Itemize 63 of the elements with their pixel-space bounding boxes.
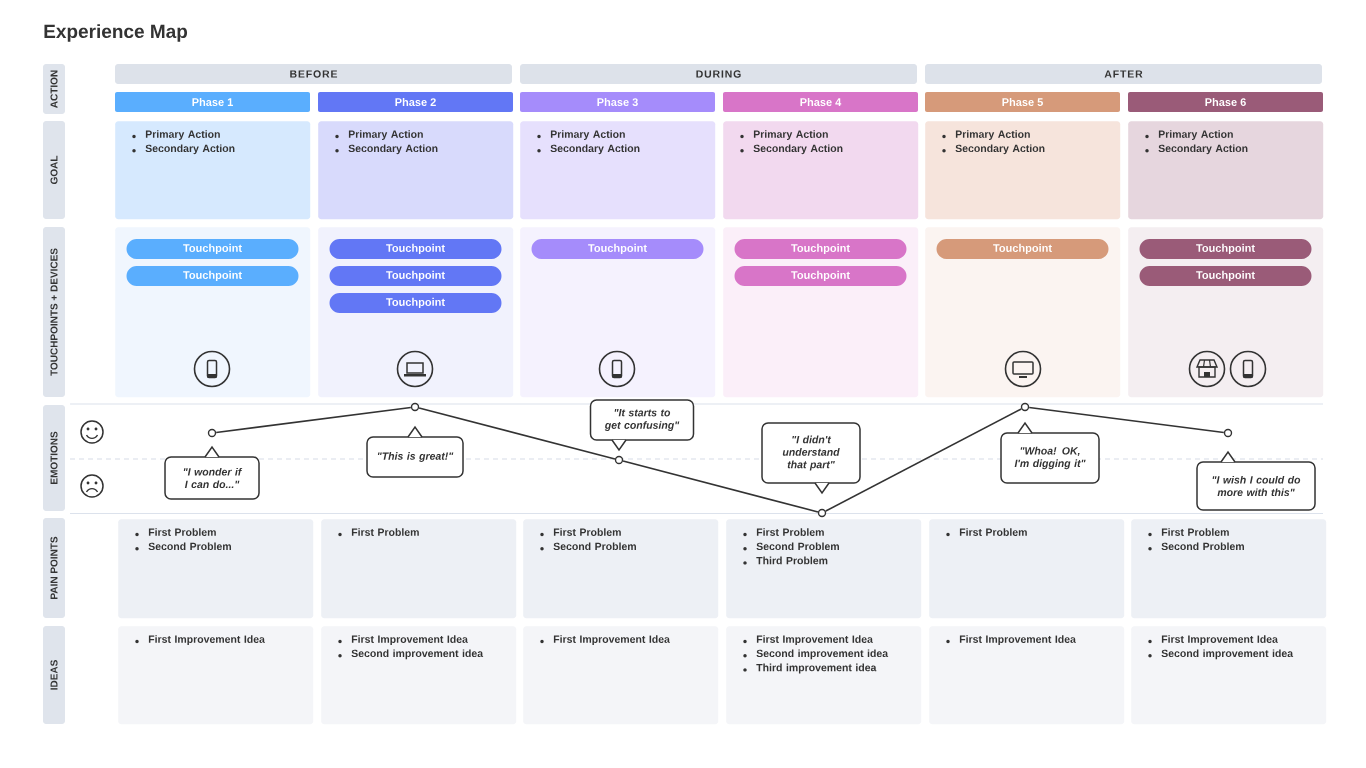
speech-bubble: "I wish I could do more with this" bbox=[1196, 450, 1316, 511]
idea-card: First Improvement Idea Second improvement idea Third improvement idea bbox=[726, 626, 922, 725]
row-header: ACTION bbox=[43, 64, 65, 114]
emotion-line bbox=[215, 406, 412, 434]
touchpoint-pill: Touchpoint bbox=[1139, 266, 1312, 286]
phase-bar: Phase 2 bbox=[318, 92, 513, 112]
idea-card: First Improvement Idea Second improvement idea bbox=[321, 626, 517, 725]
row-header: IDEAS bbox=[43, 626, 65, 724]
data-point bbox=[1020, 402, 1030, 412]
phase-bar: Phase 5 bbox=[925, 92, 1120, 112]
pain-point-card: First Problem Second Problem Third Problem bbox=[726, 519, 922, 619]
emotion-line bbox=[1028, 406, 1225, 434]
stage-band: DURING bbox=[520, 64, 917, 84]
title: Experience Map bbox=[44, 24, 188, 42]
idea-card: First Improvement Idea bbox=[523, 626, 719, 725]
data-point bbox=[410, 402, 420, 412]
emotion-line bbox=[622, 460, 819, 513]
touchpoint-pill: Touchpoint bbox=[734, 266, 907, 286]
emotion-line bbox=[418, 407, 616, 460]
touchpoint-panel bbox=[520, 227, 716, 398]
pain-point-card: First Problem Second Problem bbox=[118, 519, 314, 619]
pain-point-card: First Problem bbox=[321, 519, 517, 619]
touchpoint-pill: Touchpoint bbox=[126, 266, 299, 286]
stage-band: BEFORE bbox=[115, 64, 512, 84]
data-point bbox=[207, 428, 217, 438]
goal-card: Primary Action Secondary Action bbox=[1128, 121, 1324, 220]
pain-point-card: First Problem bbox=[929, 519, 1125, 619]
row-header: TOUCHPOINTS + DEVICES bbox=[43, 227, 65, 397]
idea-card: First Improvement Idea Second improvement idea bbox=[1131, 626, 1327, 725]
goal-card: Primary Action Secondary Action bbox=[723, 121, 919, 220]
row-header: EMOTIONS bbox=[43, 405, 65, 511]
touchpoint-pill: Touchpoint bbox=[329, 266, 502, 286]
touchpoint-pill: Touchpoint bbox=[1139, 239, 1312, 259]
pain-point-card: First Problem Second Problem bbox=[523, 519, 719, 619]
touchpoint-pill: Touchpoint bbox=[329, 293, 502, 313]
data-point bbox=[1223, 428, 1233, 438]
data-point bbox=[614, 455, 624, 465]
touchpoint-pill: Touchpoint bbox=[531, 239, 704, 259]
touchpoint-pill: Touchpoint bbox=[126, 239, 299, 259]
idea-card: First Improvement Idea bbox=[929, 626, 1125, 725]
phase-bar: Phase 1 bbox=[115, 92, 310, 112]
speech-bubble: "I wonder if I can do..." bbox=[164, 445, 260, 500]
speech-bubble: "Whoa! OK, I'm digging it" bbox=[1000, 421, 1100, 484]
goal-card: Primary Action Secondary Action bbox=[925, 121, 1121, 220]
phase-bar: Phase 4 bbox=[723, 92, 918, 112]
speech-bubble: "I didn't understand that part" bbox=[761, 422, 861, 495]
data-point bbox=[817, 508, 827, 518]
emotion-line bbox=[824, 408, 1023, 512]
touchpoint-pill: Touchpoint bbox=[329, 239, 502, 259]
idea-card: First Improvement Idea bbox=[118, 626, 314, 725]
phase-bar: Phase 3 bbox=[520, 92, 715, 112]
touchpoint-pill: Touchpoint bbox=[734, 239, 907, 259]
goal-card: Primary Action Secondary Action bbox=[520, 121, 716, 220]
phase-bar: Phase 6 bbox=[1128, 92, 1323, 112]
touchpoint-pill: Touchpoint bbox=[936, 239, 1109, 259]
speech-bubble: "It starts to get confusing" bbox=[589, 399, 695, 452]
pain-point-card: First Problem Second Problem bbox=[1131, 519, 1327, 619]
stage-band: AFTER bbox=[925, 64, 1322, 84]
row-header: GOAL bbox=[43, 121, 65, 219]
row-header: PAIN POINTS bbox=[43, 518, 65, 618]
goal-card: Primary Action Secondary Action bbox=[318, 121, 514, 220]
speech-bubble: "This is great!" bbox=[366, 425, 464, 478]
goal-card: Primary Action Secondary Action bbox=[115, 121, 311, 220]
